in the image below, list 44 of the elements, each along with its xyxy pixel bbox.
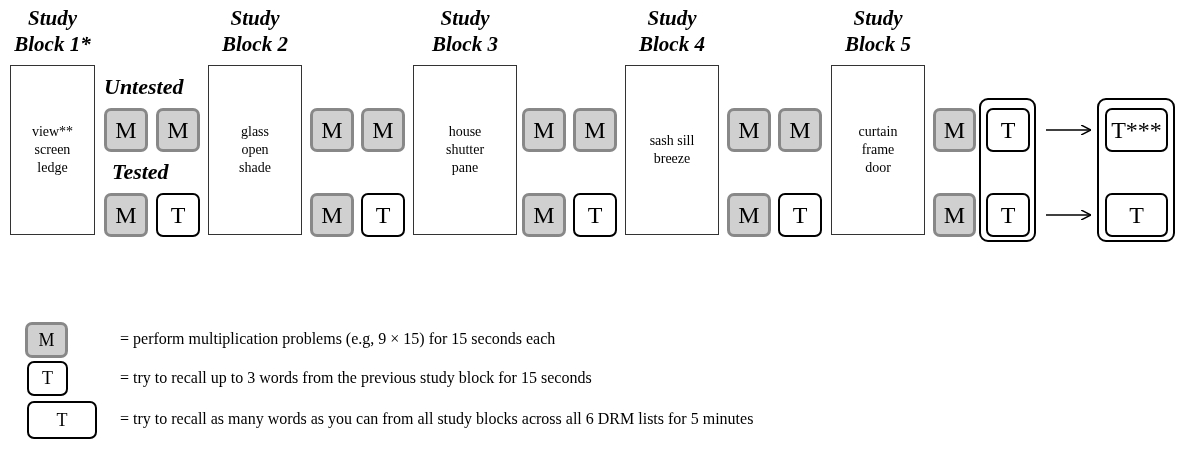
legend-swatch: T [27, 361, 68, 396]
block-heading: Study Block 3 [431, 5, 499, 57]
math-task-box: M [310, 108, 354, 152]
word-list: glass open shade [231, 123, 279, 177]
block-heading: Study Block 1* [13, 5, 92, 57]
math-task-box: M [522, 108, 566, 152]
math-task-box: M [522, 193, 566, 237]
math-task-box: M [933, 193, 976, 237]
recall-task-box: T [986, 193, 1030, 237]
recall-task-box: T*** [1105, 108, 1168, 152]
math-task-box: M [310, 193, 354, 237]
word-list: house shutter pane [441, 123, 489, 177]
group-frame [979, 98, 1036, 242]
recall-task-box: T [573, 193, 617, 237]
recall-task-box: T [156, 193, 200, 237]
math-task-box: M [727, 108, 771, 152]
tested-label: Tested [112, 159, 169, 185]
legend-swatch: M [25, 322, 68, 358]
legend-text: = perform multiplication problems (e.g, 9 × 15) for 15 seconds each [120, 330, 556, 348]
word-list: sash sill breeze [648, 132, 696, 168]
legend-text: = try to recall as many words as you can from all study blocks across all 6 DRM lists for 5 minutes [120, 410, 754, 428]
arrow [1045, 209, 1092, 221]
recall-task-box: T [1105, 193, 1168, 237]
math-task-box: M [361, 108, 405, 152]
arrow [1045, 124, 1092, 136]
math-task-box: M [573, 108, 617, 152]
block-heading: Study Block 2 [221, 5, 289, 57]
recall-task-box: T [778, 193, 822, 237]
math-task-box: M [778, 108, 822, 152]
recall-task-box: T [986, 108, 1030, 152]
block-heading: Study Block 4 [638, 5, 706, 57]
word-list: curtain frame door [854, 123, 902, 177]
math-task-box: M [156, 108, 200, 152]
math-task-box: M [104, 108, 148, 152]
group-frame [1097, 98, 1175, 242]
untested-label: Untested [104, 74, 184, 100]
math-task-box: M [933, 108, 976, 152]
legend-text: = try to recall up to 3 words from the previous study block for 15 seconds [120, 368, 592, 387]
math-task-box: M [727, 193, 771, 237]
math-task-box: M [104, 193, 148, 237]
block-heading: Study Block 5 [844, 5, 912, 57]
recall-task-box: T [361, 193, 405, 237]
word-list: view** screen ledge [28, 123, 77, 177]
legend-swatch: T [27, 401, 97, 439]
